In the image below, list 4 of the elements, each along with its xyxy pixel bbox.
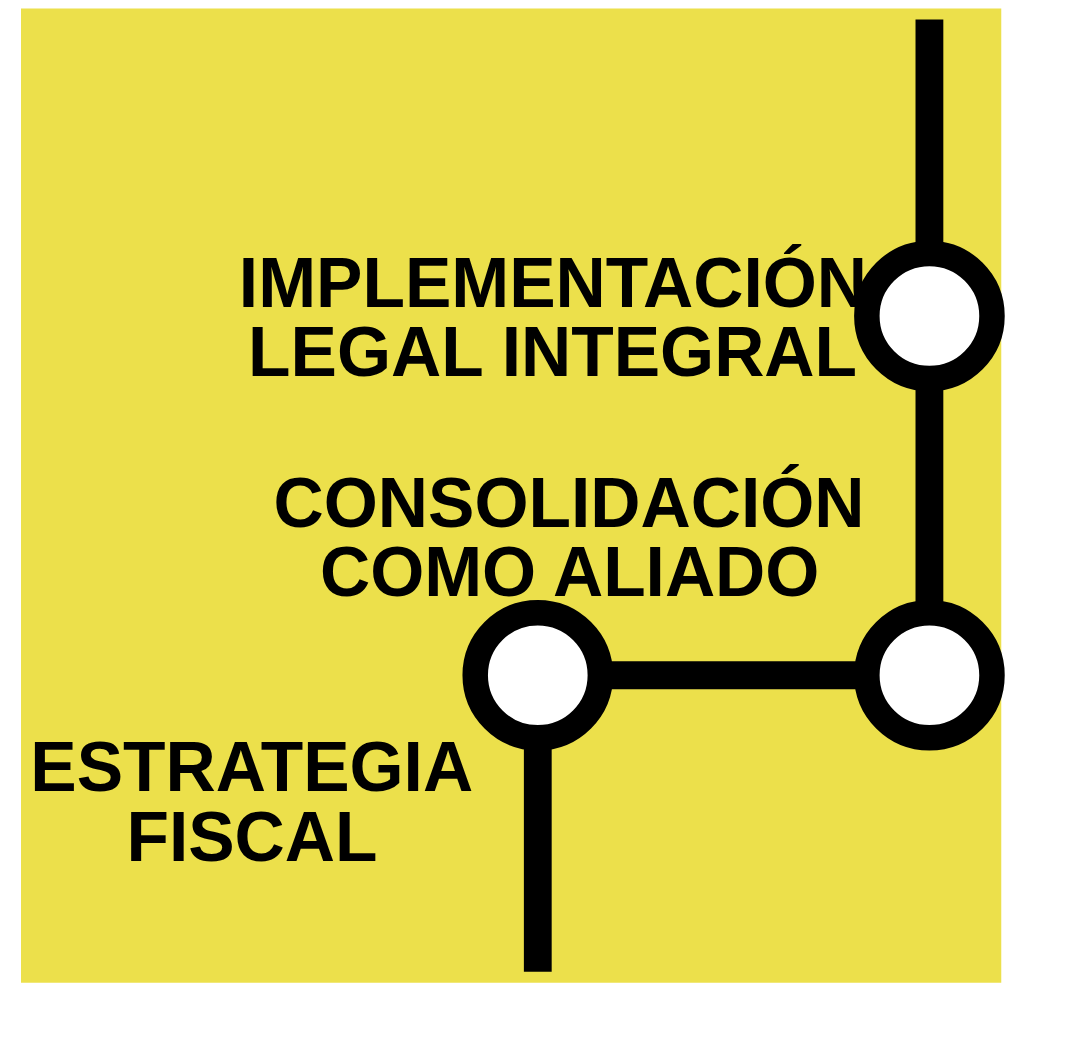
node-label: CONSOLIDACIÓN COMO ALIADO	[273, 463, 864, 612]
node-label: ESTRATEGIA FISCAL	[29, 728, 473, 876]
node-label: IMPLEMENTACIÓN LEGAL INTEGRAL	[238, 243, 867, 392]
node-circle	[853, 599, 1005, 751]
